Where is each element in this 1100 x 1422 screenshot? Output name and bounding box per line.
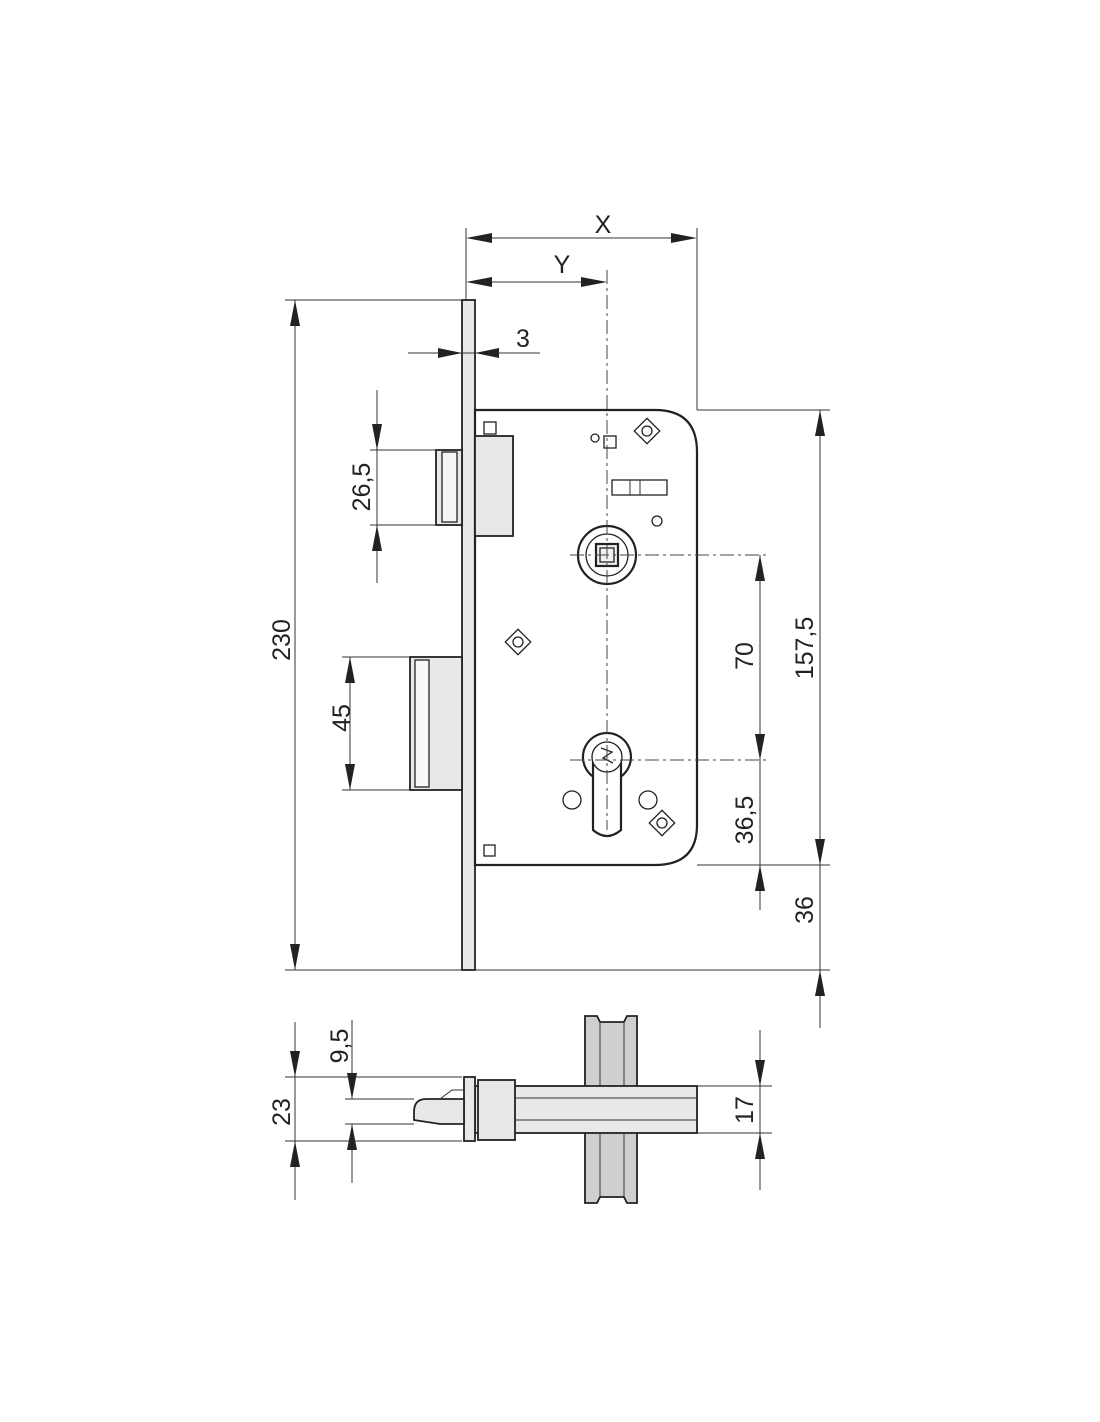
deadbolt <box>409 656 463 791</box>
dimension-spindle-width: 23 <box>268 1022 462 1200</box>
dimension-handle-to-cylinder: 70 <box>731 555 765 760</box>
spindle-side-view <box>413 1015 698 1204</box>
screw-middle <box>504 628 532 656</box>
dimension-x: X <box>465 211 698 410</box>
dim-70-label: 70 <box>731 642 759 670</box>
hole-small <box>651 515 663 527</box>
dimension-y: Y <box>466 251 607 287</box>
dim-157-5-label: 157,5 <box>791 617 819 680</box>
dim-deadbolt-label: 45 <box>328 704 356 732</box>
dim-9-5-label: 9,5 <box>326 1029 354 1064</box>
dimension-cylinder-to-bottom: 36,5 <box>697 760 830 910</box>
dim-faceplate-label: 3 <box>516 325 530 353</box>
dim-23-label: 23 <box>268 1098 296 1126</box>
dimension-overall-height: 230 <box>268 299 462 971</box>
screw-bottom <box>648 809 676 837</box>
faceplate <box>461 299 476 971</box>
dimension-key-bar: 17 <box>697 1030 772 1190</box>
small-square-bottom <box>483 844 496 857</box>
lock-body <box>473 408 699 867</box>
dimension-latch-height: 26,5 <box>348 390 436 583</box>
dimension-deadbolt-height: 45 <box>328 656 410 791</box>
screw-top <box>633 417 661 445</box>
dim-x-label: X <box>595 211 612 239</box>
spindle-collar <box>477 1079 516 1141</box>
dim-17-label: 17 <box>731 1096 759 1124</box>
cylinder-screw-right <box>638 790 658 810</box>
lock-front-view <box>409 270 770 971</box>
dim-overall-height-label: 230 <box>268 619 296 661</box>
spindle-flange <box>463 1076 476 1142</box>
dimension-bottom-plate: 36 <box>475 865 830 1028</box>
dim-latch-label: 26,5 <box>348 463 376 512</box>
dim-y-label: Y <box>554 251 571 279</box>
lever-slot <box>611 479 668 496</box>
cylinder-screw-left <box>562 790 582 810</box>
dim-36-5-label: 36,5 <box>731 796 759 845</box>
latch-bolt <box>435 421 514 537</box>
dimension-faceplate-thickness: 3 <box>408 325 540 358</box>
dim-36-label: 36 <box>791 896 819 924</box>
dimension-spindle-offset: 9,5 <box>285 1020 462 1100</box>
pin-square <box>603 435 617 449</box>
pin-top <box>590 433 600 443</box>
dimension-body-height: 157,5 <box>697 409 830 865</box>
spindle-tip <box>413 1098 465 1125</box>
